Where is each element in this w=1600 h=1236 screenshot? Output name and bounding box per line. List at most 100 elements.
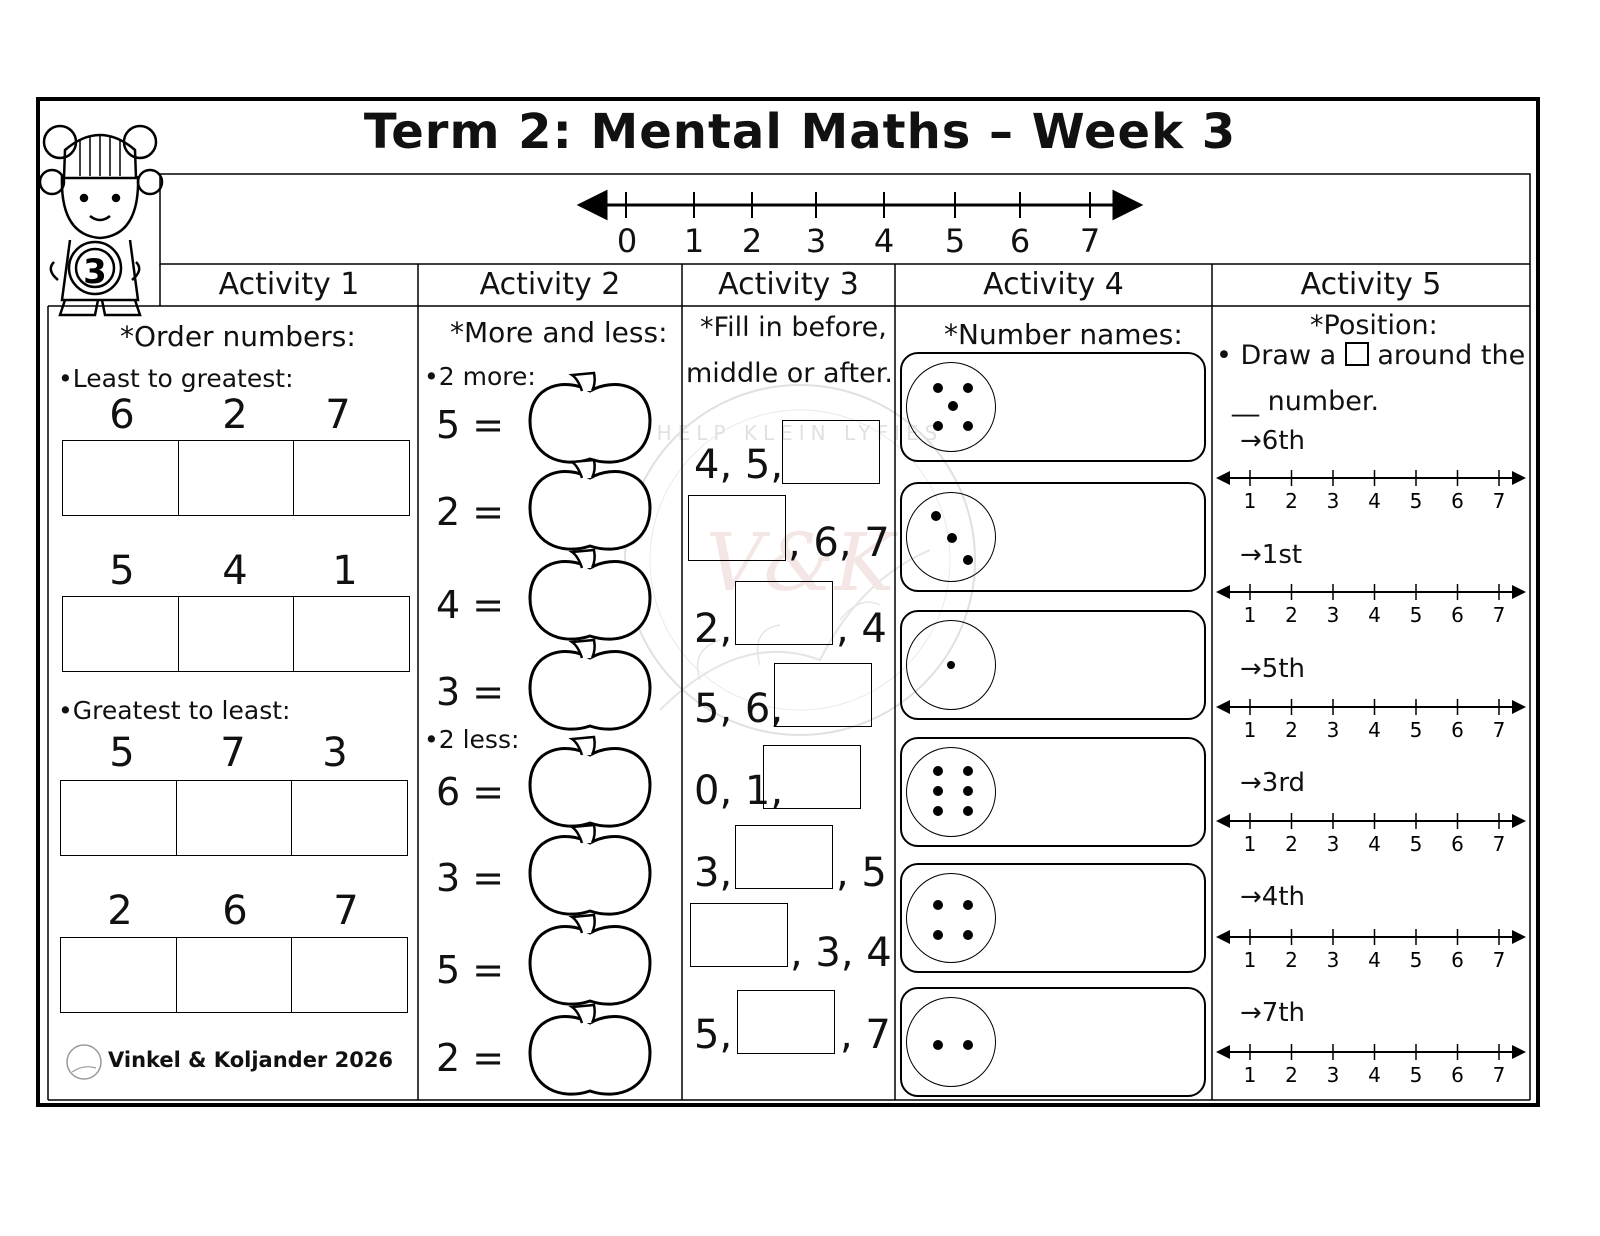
tick-label[interactable]: 3 [1327,1063,1340,1087]
square-icon [1344,342,1369,366]
a2-equation: 6 = [436,770,505,814]
dot-plate-6 [906,747,996,837]
tick-label[interactable]: 3 [1327,948,1340,972]
footer-credit: Vinkel & Koljander 2026 [108,1048,394,1072]
answer-box[interactable] [688,495,786,561]
watermark-text: HELP KLEIN LYFIES [657,421,944,445]
tick-label[interactable]: 7 [1493,718,1506,742]
tick-label[interactable]: 4 [1368,1063,1381,1087]
tick-label[interactable]: 5 [1410,832,1423,856]
top-line-label-5: 5 [944,222,966,260]
tick-label[interactable]: 1 [1244,1063,1257,1087]
tick-label[interactable]: 2 [1285,948,1298,972]
tick-label[interactable]: 5 [1410,718,1423,742]
number-name-card[interactable] [900,987,1206,1097]
answer-box[interactable] [179,597,295,671]
answer-box[interactable] [690,903,788,967]
a1-number: 2 [222,392,248,438]
answer-box[interactable] [782,420,880,484]
arrow-left-icon [1216,700,1230,714]
answer-box[interactable] [177,781,293,855]
tick-label[interactable]: 4 [1368,718,1381,742]
answer-box[interactable] [61,938,177,1012]
answer-box[interactable] [63,597,179,671]
tick-label[interactable]: 5 [1410,948,1423,972]
position-instruction: • Draw a around the [1216,340,1526,371]
worksheet-frame [36,97,1540,1107]
number-name-card[interactable] [900,863,1206,973]
position-ordinal: →3rd [1240,768,1306,798]
a3-sequence-after: , 5 [836,850,887,896]
position-ordinal: →1st [1240,540,1303,570]
tick-label[interactable]: 4 [1368,603,1381,627]
position-ordinal: →5th [1240,654,1305,684]
tick-label[interactable]: 1 [1244,489,1257,513]
answer-box[interactable] [294,441,409,515]
answer-box[interactable] [61,781,177,855]
a1-number: 7 [325,392,351,438]
tick-label[interactable]: 6 [1451,832,1464,856]
tick-label[interactable]: 4 [1368,489,1381,513]
tick-label[interactable]: 3 [1327,603,1340,627]
answer-box[interactable] [735,825,833,889]
tick-label[interactable]: 7 [1493,832,1506,856]
tick-label[interactable]: 2 [1285,718,1298,742]
answer-box[interactable] [179,441,295,515]
answer-box[interactable] [737,990,835,1054]
tick-label[interactable]: 1 [1244,603,1257,627]
tick-label[interactable]: 4 [1368,832,1381,856]
tick-label[interactable]: 2 [1285,832,1298,856]
top-number-line [576,189,1144,221]
answer-box[interactable] [763,745,861,809]
top-line-label-0: 0 [616,222,638,260]
number-name-card[interactable] [900,352,1206,462]
tick-label[interactable]: 3 [1327,718,1340,742]
tick-label[interactable]: 5 [1410,603,1423,627]
tick-label[interactable]: 7 [1493,1063,1506,1087]
answer-box[interactable] [774,663,872,727]
tick-label[interactable]: 1 [1244,832,1257,856]
answer-box[interactable] [292,938,407,1012]
tick-label[interactable]: 6 [1451,489,1464,513]
tick-label[interactable]: 6 [1451,948,1464,972]
answer-box-row [60,780,408,856]
tick-label[interactable]: 6 [1451,603,1464,627]
tick-label[interactable]: 7 [1493,603,1506,627]
tick-label[interactable]: 7 [1493,489,1506,513]
activity-2-heading: *More and less: [450,316,668,349]
answer-box-row [60,937,408,1013]
tick-label[interactable]: 2 [1285,1063,1298,1087]
dot-plate-1 [906,620,996,710]
number-name-card[interactable] [900,737,1206,847]
tick-label[interactable]: 7 [1493,948,1506,972]
girl-mascot-icon: 3 [40,124,164,317]
tick-label[interactable]: 2 [1285,489,1298,513]
tick-label[interactable]: 5 [1410,489,1423,513]
tick-label[interactable]: 1 [1244,948,1257,972]
a1-number: 5 [109,548,135,594]
tick-label[interactable]: 3 [1327,489,1340,513]
a3-sequence-after: , 6, 7 [788,520,890,566]
apple-icon [528,548,652,641]
answer-box[interactable] [735,581,833,645]
apple-column [528,371,652,1096]
position-number-line: 1 2 3 4 5 6 7 [1216,813,1526,856]
tick-label[interactable]: 6 [1451,718,1464,742]
answer-box[interactable] [63,441,179,515]
answer-box[interactable] [294,597,409,671]
position-number-line: 1 2 3 4 5 6 7 [1216,929,1526,972]
tick-label[interactable]: 1 [1244,718,1257,742]
apple-icon [528,1003,652,1096]
tick-label[interactable]: 4 [1368,948,1381,972]
apple-icon [528,638,652,731]
answer-box[interactable] [292,781,407,855]
tick-label[interactable]: 3 [1327,832,1340,856]
tick-label[interactable]: 2 [1285,603,1298,627]
number-name-card[interactable] [900,610,1206,720]
number-name-card[interactable] [900,482,1206,592]
a2-equation: 2 = [436,490,505,534]
answer-box[interactable] [177,938,293,1012]
tick-label[interactable]: 6 [1451,1063,1464,1087]
tick-label[interactable]: 5 [1410,1063,1423,1087]
